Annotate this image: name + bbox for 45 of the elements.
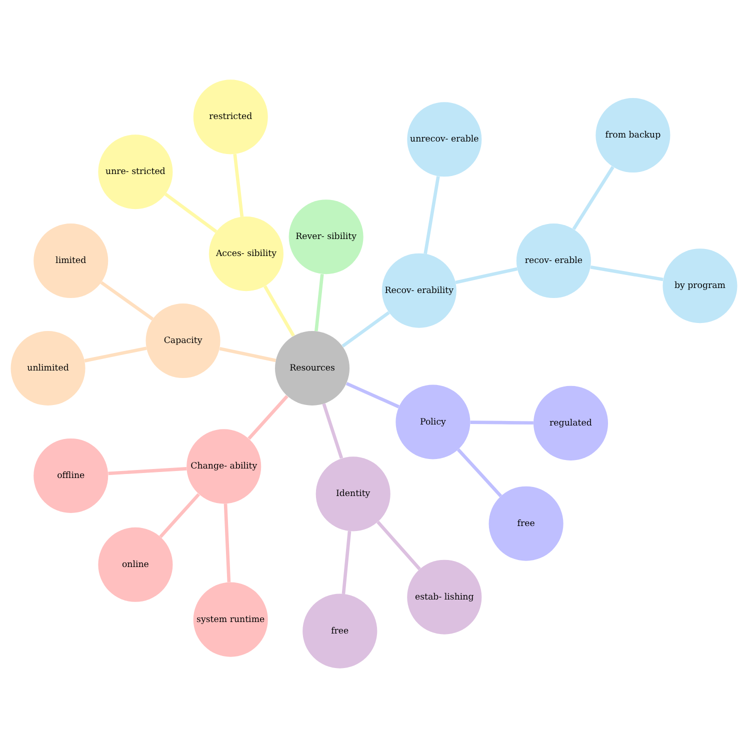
node-circle: unrecov- erable	[407, 102, 482, 177]
node-circle: Rever- sibility	[288, 200, 364, 274]
connector	[322, 403, 344, 459]
node-circle: limited	[34, 224, 108, 298]
node-circle: unlimited	[10, 330, 86, 406]
node-circle: Recov- erability	[382, 253, 456, 328]
node-circle: recov- erable	[516, 224, 591, 298]
connector	[108, 467, 187, 476]
node-circle: regulated	[533, 386, 608, 460]
node-circle: free	[302, 594, 378, 668]
node-circle: online	[98, 527, 173, 602]
connector	[248, 395, 288, 440]
connector	[342, 311, 390, 348]
connector	[424, 176, 440, 254]
node-circle: Change- ability	[186, 429, 262, 504]
connector	[342, 530, 352, 594]
connector	[346, 382, 400, 408]
node-circle: Resources	[275, 330, 350, 406]
connector	[470, 420, 534, 425]
connector	[224, 504, 231, 582]
node-circle: unre- stricted	[98, 134, 173, 210]
node-circle: Capacity	[146, 304, 220, 378]
node-circle: Identity	[316, 456, 390, 532]
connector	[164, 192, 218, 233]
node-circle: Acces- sibility	[208, 216, 284, 292]
connector	[376, 520, 421, 570]
node-circle: Policy	[396, 384, 470, 460]
node-circle: system runtime	[193, 582, 268, 657]
connector	[314, 274, 324, 332]
node-circle: free	[488, 486, 564, 561]
node-circle: by program	[662, 248, 738, 324]
node-circle: restricted	[193, 80, 268, 154]
connector	[100, 281, 154, 320]
connector	[219, 346, 276, 362]
connector	[572, 166, 614, 230]
connector	[456, 448, 502, 498]
node-circle: from backup	[596, 98, 670, 173]
connector	[233, 154, 244, 217]
connector	[455, 267, 518, 284]
node-circle: estab- lishing	[407, 560, 482, 634]
connector	[159, 493, 200, 538]
node-circle: offline	[34, 438, 108, 513]
connector	[263, 285, 295, 337]
connector	[84, 346, 147, 362]
connector	[590, 265, 664, 282]
